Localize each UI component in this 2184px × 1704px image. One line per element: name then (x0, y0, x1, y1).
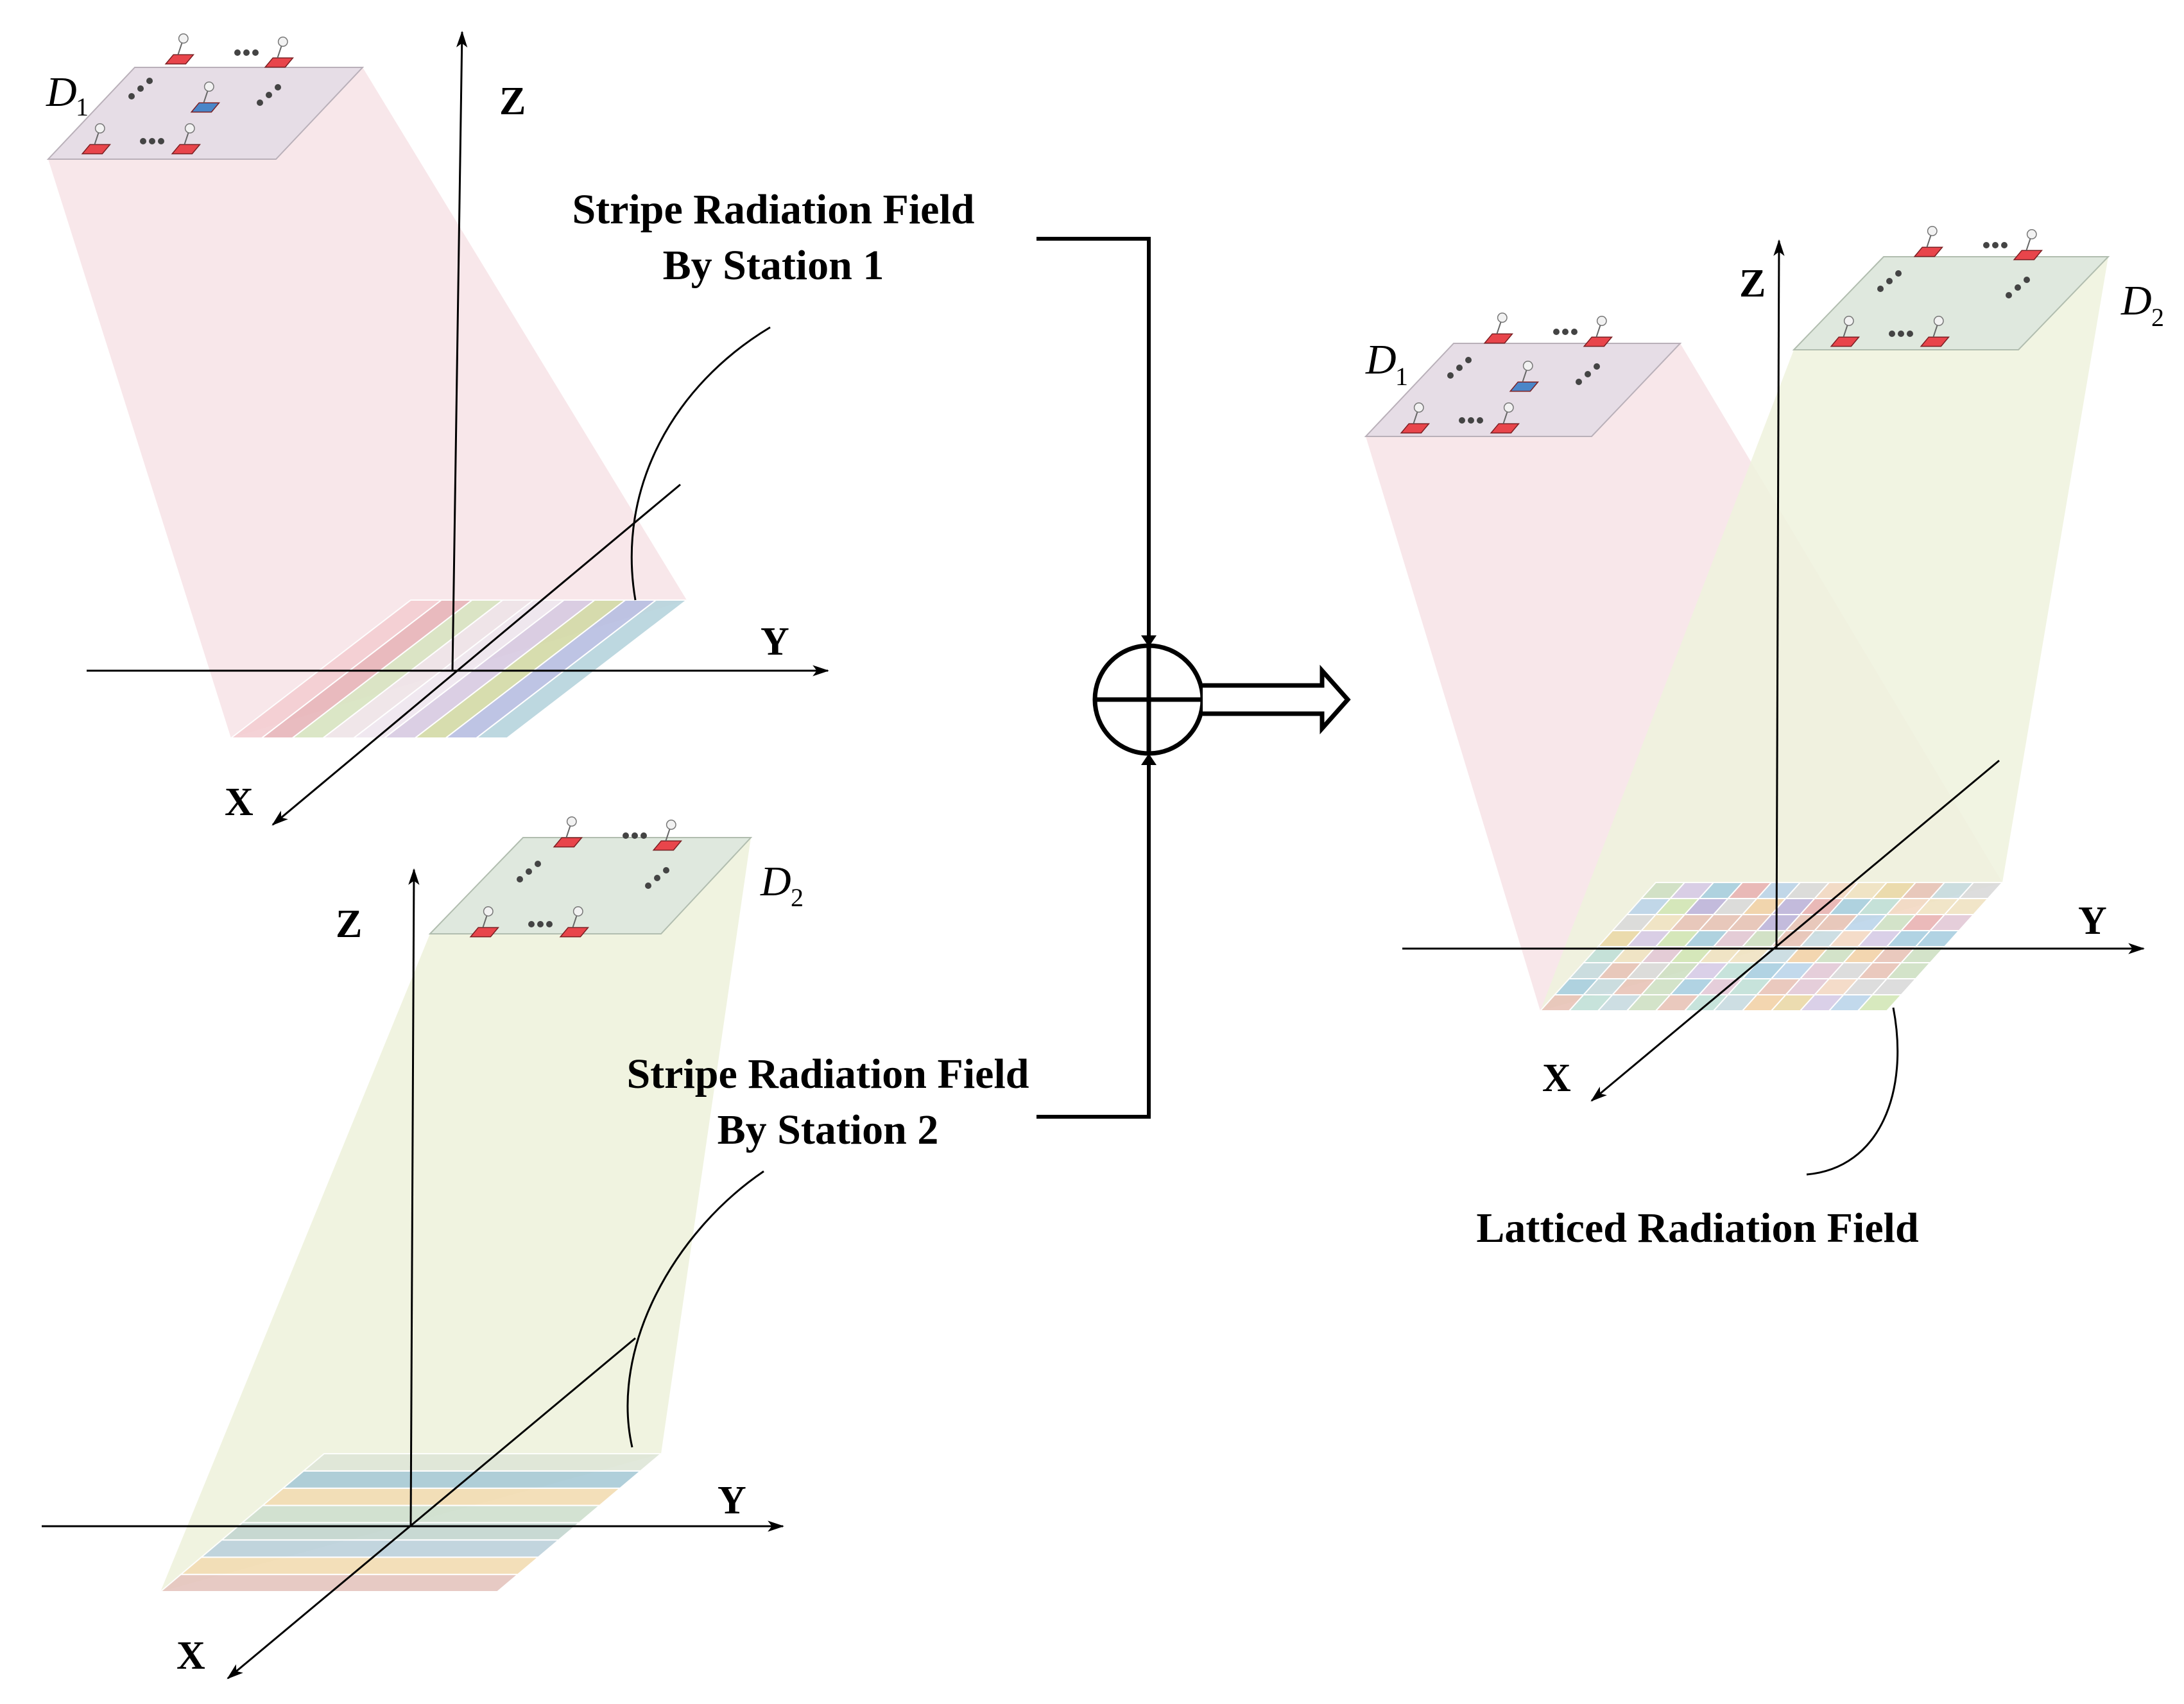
antenna-icon (553, 816, 583, 848)
x-axis (227, 1337, 636, 1680)
stripe (200, 1539, 561, 1558)
z-axis-label: Z (336, 902, 362, 946)
ellipsis-icon (140, 138, 164, 144)
antenna-icon (1483, 313, 1514, 344)
stripe (240, 1504, 602, 1524)
stripe (159, 1574, 520, 1592)
antenna-icon (171, 123, 202, 155)
double-arrow-icon (1203, 664, 1351, 735)
lattice-cell (1957, 882, 2004, 899)
antenna-icon (559, 906, 590, 938)
z-axis (1773, 239, 1785, 949)
array-label-d2: D (760, 858, 791, 905)
beam-station-2 (160, 838, 751, 1592)
ellipsis-icon (257, 84, 281, 106)
ellipsis-icon (2006, 277, 2030, 298)
stripe-field-title-2-line1: Stripe Radiation Field (626, 1051, 1029, 1097)
antenna-icon (1490, 402, 1520, 434)
stripe-field-station-2 (159, 1453, 663, 1592)
antenna-icon (1920, 316, 1950, 347)
z-axis-label: Z (1739, 262, 1766, 306)
beam-station-1 (48, 67, 687, 738)
antenna-icon (652, 820, 683, 851)
antenna-icon (264, 37, 295, 68)
array-label-d1-sub: 1 (76, 92, 89, 121)
x-axis-label: X (176, 1634, 205, 1678)
ellipsis-icon (517, 861, 541, 882)
ellipsis-icon (234, 49, 259, 56)
array-label-d1: D (46, 69, 77, 116)
y-axis-label: Y (718, 1479, 746, 1522)
antenna-icon (1400, 402, 1431, 434)
antenna-icon (1509, 361, 1540, 392)
z-axis (451, 30, 468, 671)
antenna-array-d1 (1364, 313, 1682, 437)
stripe (179, 1556, 540, 1576)
y-axis-label: Y (2078, 899, 2107, 943)
antenna-icon (81, 123, 112, 155)
antenna-array-d2 (1792, 226, 2110, 350)
stripe-field-title-1-line2: By Station 1 (663, 242, 884, 289)
stripe-field-title-1-line1: Stripe Radiation Field (572, 186, 974, 233)
antenna-array-d2 (428, 816, 753, 938)
ellipsis-icon (1576, 363, 1600, 385)
x-axis (1590, 759, 2000, 1102)
stripe (474, 599, 689, 739)
antenna-icon (190, 82, 221, 113)
callout-line-1 (630, 326, 771, 601)
array-label-d2-sub: 2 (2151, 303, 2164, 332)
ellipsis-icon (1877, 270, 1902, 292)
stripe (281, 1470, 642, 1489)
circled-plus-icon (1092, 643, 1205, 756)
x-axis-label: X (1542, 1056, 1571, 1100)
array-label-d2-sub: 2 (791, 883, 804, 912)
callout-line-2 (626, 1170, 764, 1448)
connector-top (1036, 237, 1151, 641)
array-label-d1-sub: 1 (1395, 362, 1408, 391)
antenna-icon (164, 33, 195, 65)
antenna-array-d1 (46, 33, 365, 160)
combiner (1036, 237, 1351, 1119)
connector-bottom (1036, 761, 1151, 1119)
ellipsis-icon (528, 921, 553, 927)
panel-station-2: Z Y X D 2 Stripe Radiation Field By Stat… (42, 816, 1029, 1680)
antenna-icon (2013, 229, 2043, 261)
y-axis-label: Y (761, 620, 789, 664)
ellipsis-icon (1889, 331, 1913, 337)
array-label-d2: D (2120, 277, 2152, 324)
panel-station-1: Z Y X D 1 Stripe Radiation Field By Stat… (46, 30, 975, 826)
x-axis (271, 483, 681, 826)
ellipsis-icon (1553, 329, 1578, 335)
ellipsis-icon (1459, 417, 1483, 424)
antenna-icon (1830, 316, 1861, 347)
stripe (261, 1487, 622, 1506)
ellipsis-icon (623, 832, 647, 839)
stripe-field-title-2-line2: By Station 2 (718, 1106, 939, 1153)
antenna-icon (1913, 226, 1944, 257)
stripe (302, 1453, 663, 1472)
ellipsis-icon (645, 867, 669, 889)
z-axis-label: Z (499, 80, 526, 123)
z-axis (408, 868, 420, 1527)
beam-combined-d2 (1540, 257, 2108, 1011)
antenna-icon (1583, 316, 1613, 347)
ellipsis-icon (1983, 242, 2008, 248)
lattice-field (1538, 882, 2004, 1011)
panel-combined: Z Y X D 1 D 2 Latticed Radiation Field (1364, 226, 2164, 1252)
callout-line-3 (1806, 1007, 1899, 1176)
antenna-icon (469, 906, 500, 938)
lattice-field-title: Latticed Radiation Field (1476, 1205, 1918, 1252)
stripe-field-station-1 (229, 599, 689, 739)
ellipsis-icon (1447, 357, 1472, 379)
ellipsis-icon (128, 78, 153, 99)
array-label-d1: D (1365, 336, 1397, 383)
x-axis-label: X (225, 780, 254, 824)
